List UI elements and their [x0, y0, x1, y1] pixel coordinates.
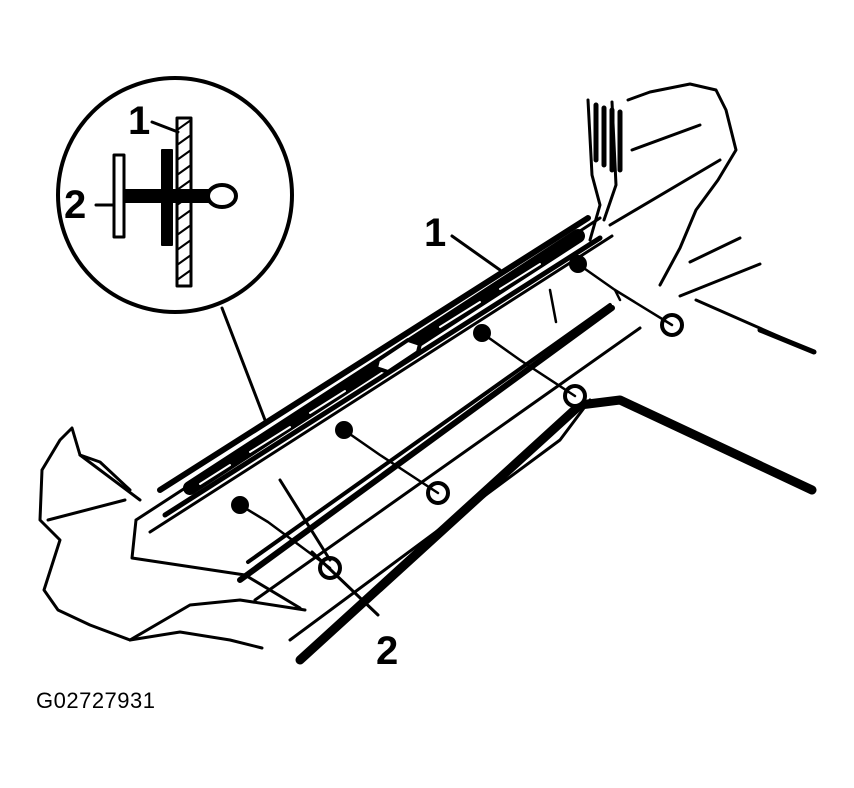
- fasteners: [231, 255, 684, 580]
- clip-guide-lines: [238, 262, 674, 570]
- callout-main-2: 2: [376, 629, 398, 673]
- rocker-panel-upper: [246, 303, 612, 564]
- sill-molding: [157, 215, 603, 518]
- rocker-panel-lower: [237, 305, 615, 583]
- main-leader-1: [450, 234, 502, 272]
- clip-guide-vertical: [548, 288, 622, 324]
- sill-molding-texture: [199, 263, 541, 485]
- detail-panel-hatch: [176, 119, 192, 281]
- rear-quarter-outline: [626, 82, 738, 287]
- front-fender-inner: [46, 453, 307, 642]
- callout-main-1: 1: [424, 211, 446, 255]
- front-fender-outline: [38, 426, 264, 650]
- detail-connector-line: [220, 306, 267, 422]
- detail-clip-shank: [117, 189, 219, 203]
- door-lower-edge: [130, 216, 602, 610]
- sill-molding-bottom: [162, 235, 603, 518]
- pillar-hatch: [593, 102, 623, 173]
- detail-clip-head: [112, 153, 126, 239]
- sill-molding-top: [157, 215, 591, 493]
- detail-clip-tip: [206, 183, 238, 209]
- detail-circle: [56, 76, 294, 314]
- main-leader-2b: [278, 478, 332, 562]
- rocker-lower-flange: [295, 395, 817, 665]
- rocker-panel-edge: [288, 398, 592, 642]
- callout-detail-1: 1: [128, 99, 150, 143]
- rear-sill-extension: [678, 236, 816, 354]
- callout-detail-2: 2: [64, 183, 86, 227]
- detail-leader-1: [150, 120, 180, 134]
- rocker-panel: [237, 236, 817, 665]
- detail-view: [56, 76, 294, 422]
- main-leader-2: [310, 550, 380, 617]
- figure-id: G02727931: [36, 688, 156, 713]
- sill-logo-outline: [374, 338, 422, 374]
- rear-sill-hatch: [757, 327, 817, 355]
- rocker-panel-channel: [253, 326, 642, 602]
- door-panel-edge: [148, 234, 614, 534]
- rear-quarter-inner: [608, 123, 722, 227]
